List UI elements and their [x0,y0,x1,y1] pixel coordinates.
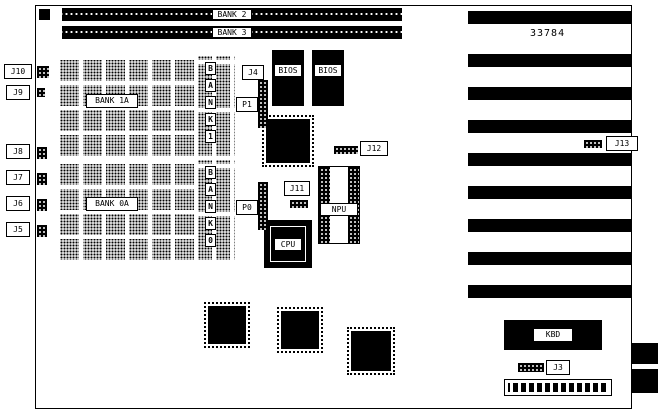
jumper-pins-j13 [584,140,602,148]
jumper-label-j5: J5 [6,222,30,237]
bank0-letter: 0 [205,234,216,247]
bank1-letter: A [205,79,216,92]
bank1-letter: 1 [205,130,216,143]
bank0-letter: K [205,217,216,230]
memory-slot-bank3: BANK 3 [62,26,402,39]
expansion-slot [468,219,632,232]
expansion-slot [468,285,632,298]
jumper-label-j8: J8 [6,144,30,159]
jumper-pins-j6 [37,199,47,211]
corner-block [39,9,50,20]
bank1-letter: B [205,62,216,75]
connector-label-p0: P0 [236,200,258,215]
cpu-inner-outline [270,226,306,262]
jumper-label-j11: J11 [284,181,310,196]
expansion-slot [468,120,632,133]
bios2-label: BIOS [314,64,342,77]
jumper-label-j3: J3 [546,360,570,375]
jumper-pins-j9 [37,88,45,97]
npu-socket: NPU [318,166,360,244]
chipset-chip [262,115,314,167]
expansion-slot [468,87,632,100]
jumper-pins-j5 [37,225,47,237]
pin-strip-p1 [258,80,268,128]
jumper-pins-j10 [37,66,49,78]
cpu-chip: CPU [264,220,312,268]
expansion-slot [468,54,632,67]
jumper-label-j9: J9 [6,85,30,100]
bank3-label: BANK 3 [211,27,253,38]
bank0-letter: B [205,166,216,179]
bank2-label: BANK 2 [211,9,253,20]
keyboard-din-connector [632,343,658,393]
jumper-label-j12: J12 [360,141,388,156]
pin-header [504,379,612,396]
bank1a-label: BANK 1A [86,94,138,108]
jumper-pins-j7 [37,173,47,185]
dram-column-bank1 [198,56,235,156]
bank0-letter: A [205,183,216,196]
plcc-chip-1 [204,302,250,348]
bank1-letter: N [205,96,216,109]
jumper-pins-j12 [334,146,358,154]
memory-slot-bank2: BANK 2 [62,8,402,21]
bank1-letter: K [205,113,216,126]
kbd-chip: KBD [504,320,602,350]
expansion-slot [468,153,632,166]
kbd-label: KBD [533,328,573,342]
bios-chip-2 [312,50,344,106]
plcc-chip-2 [277,307,323,353]
plcc-chip-3 [347,327,395,375]
jumper-pins-j11 [290,200,308,208]
npu-label: NPU [320,203,358,216]
part-number: 33784 [530,28,566,39]
expansion-slot [468,252,632,265]
pin-strip-p0 [258,182,268,230]
cpu-label: CPU [274,238,302,251]
bios-chip-1 [272,50,304,106]
expansion-slot [468,186,632,199]
jumper-label-j6: J6 [6,196,30,211]
expansion-slot [468,11,632,24]
bank0-letter: N [205,200,216,213]
bios1-label: BIOS [274,64,302,77]
connector-label-p1: P1 [236,97,258,112]
jumper-label-j7: J7 [6,170,30,185]
jumper-label-j13: J13 [606,136,638,151]
connector-label-j4: J4 [242,65,264,80]
dram-column-bank0 [198,160,235,260]
jumper-pins-j8 [37,147,47,159]
jumper-label-j10: J10 [4,64,32,79]
bank0a-label: BANK 0A [86,197,138,211]
jumper-pins-j3 [518,363,544,372]
